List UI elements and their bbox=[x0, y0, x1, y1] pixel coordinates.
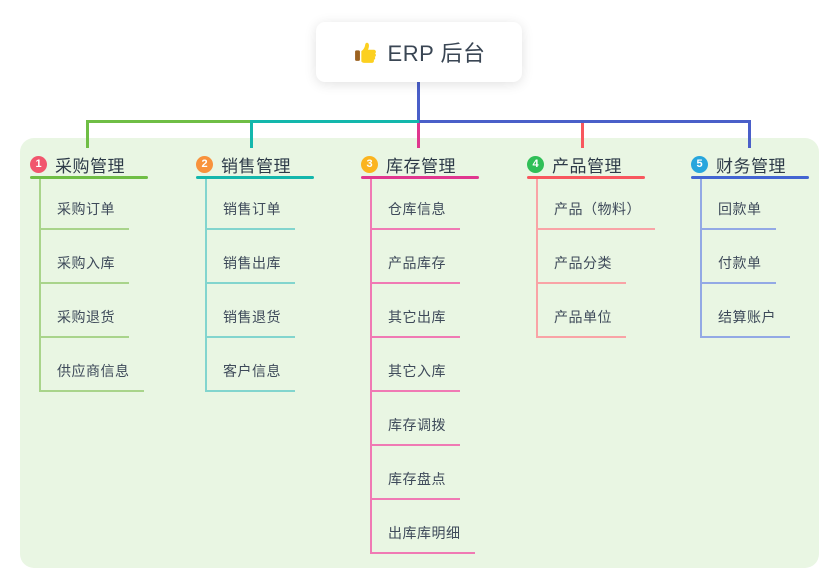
branch-finance: 5 财务管理 回款单 付款单 结算账户 bbox=[691, 152, 809, 338]
branch-number-badge: 5 bbox=[691, 155, 708, 173]
branch-label: 采购管理 bbox=[55, 156, 125, 176]
root-node[interactable]: ERP 后台 bbox=[316, 22, 522, 82]
branch-purchase: 1 采购管理 采购订单 采购入库 采购退货 供应商信息 bbox=[30, 152, 148, 392]
branch-product: 4 产品管理 产品（物料） 产品分类 产品单位 bbox=[527, 152, 655, 338]
child-node[interactable]: 库存盘点 bbox=[372, 446, 460, 500]
child-node[interactable]: 其它入库 bbox=[372, 338, 460, 392]
branch-sales-header[interactable]: 2 销售管理 bbox=[196, 152, 314, 176]
branch-inventory: 3 库存管理 仓库信息 产品库存 其它出库 其它入库 库存调拨 库存盘点 出库库… bbox=[361, 152, 479, 554]
thumbs-up-icon bbox=[354, 42, 376, 63]
branch-underline bbox=[196, 176, 314, 179]
branch-number-badge: 2 bbox=[196, 155, 213, 173]
child-node[interactable]: 出库库明细 bbox=[372, 500, 475, 554]
child-node[interactable]: 销售退货 bbox=[207, 284, 295, 338]
child-node[interactable]: 采购入库 bbox=[41, 230, 129, 284]
connector-bus-blue bbox=[419, 120, 751, 123]
branch-children: 仓库信息 产品库存 其它出库 其它入库 库存调拨 库存盘点 出库库明细 bbox=[370, 179, 475, 554]
child-node[interactable]: 采购订单 bbox=[41, 179, 129, 230]
branch-underline bbox=[361, 176, 479, 179]
branch-children: 产品（物料） 产品分类 产品单位 bbox=[536, 179, 655, 338]
branch-label: 产品管理 bbox=[552, 156, 622, 176]
child-node[interactable]: 回款单 bbox=[702, 179, 776, 230]
connector-drop-product bbox=[581, 123, 584, 148]
child-node[interactable]: 产品单位 bbox=[538, 284, 626, 338]
child-node[interactable]: 仓库信息 bbox=[372, 179, 460, 230]
branch-inventory-header[interactable]: 3 库存管理 bbox=[361, 152, 479, 176]
branch-label: 财务管理 bbox=[716, 156, 786, 176]
branch-children: 销售订单 销售出库 销售退货 客户信息 bbox=[205, 179, 295, 392]
child-node[interactable]: 销售订单 bbox=[207, 179, 295, 230]
connector-drop-inventory bbox=[417, 123, 420, 148]
child-node[interactable]: 结算账户 bbox=[702, 284, 790, 338]
child-node[interactable]: 付款单 bbox=[702, 230, 776, 284]
mindmap-panel bbox=[20, 138, 819, 568]
branch-purchase-header[interactable]: 1 采购管理 bbox=[30, 152, 148, 176]
connector-drop-purchase bbox=[86, 120, 89, 148]
child-node[interactable]: 产品（物料） bbox=[538, 179, 655, 230]
branch-underline bbox=[30, 176, 148, 179]
connector-bus-teal bbox=[253, 120, 419, 123]
branch-sales: 2 销售管理 销售订单 销售出库 销售退货 客户信息 bbox=[196, 152, 314, 392]
child-node[interactable]: 产品分类 bbox=[538, 230, 626, 284]
branch-product-header[interactable]: 4 产品管理 bbox=[527, 152, 645, 176]
child-node[interactable]: 客户信息 bbox=[207, 338, 295, 392]
branch-finance-header[interactable]: 5 财务管理 bbox=[691, 152, 809, 176]
connector-drop-finance bbox=[748, 120, 751, 148]
branch-number-badge: 1 bbox=[30, 155, 47, 173]
branch-number-badge: 4 bbox=[527, 155, 544, 173]
child-node[interactable]: 库存调拨 bbox=[372, 392, 460, 446]
branch-label: 库存管理 bbox=[386, 156, 456, 176]
child-node[interactable]: 销售出库 bbox=[207, 230, 295, 284]
branch-number-badge: 3 bbox=[361, 155, 378, 173]
branch-children: 采购订单 采购入库 采购退货 供应商信息 bbox=[39, 179, 144, 392]
child-node[interactable]: 产品库存 bbox=[372, 230, 460, 284]
branch-underline bbox=[691, 176, 809, 179]
root-title: ERP 后台 bbox=[387, 41, 486, 66]
child-node[interactable]: 其它出库 bbox=[372, 284, 460, 338]
connector-bus-green bbox=[86, 120, 253, 123]
branch-label: 销售管理 bbox=[221, 156, 291, 176]
connector-root-drop bbox=[417, 82, 420, 120]
child-node[interactable]: 采购退货 bbox=[41, 284, 129, 338]
branch-underline bbox=[527, 176, 645, 179]
child-node[interactable]: 供应商信息 bbox=[41, 338, 144, 392]
connector-drop-sales bbox=[250, 120, 253, 148]
branch-children: 回款单 付款单 结算账户 bbox=[700, 179, 790, 338]
